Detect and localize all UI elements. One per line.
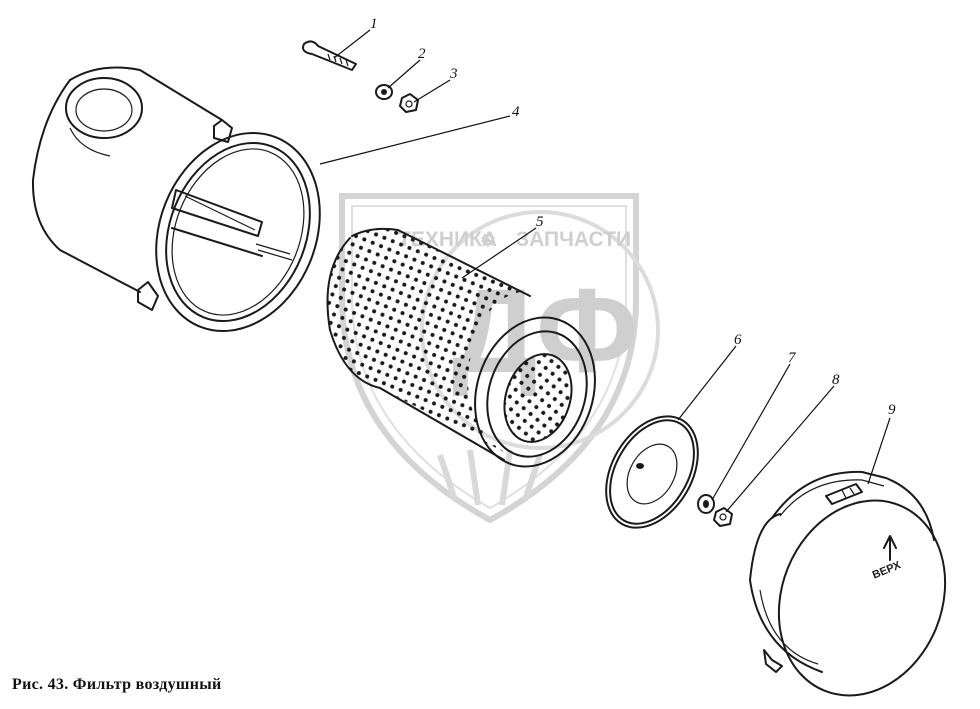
part-7-washer (697, 494, 715, 514)
callout-3: 3 (449, 66, 458, 82)
callout-2: 2 (418, 46, 426, 62)
callout-9: 9 (888, 402, 896, 418)
up-arrow-icon (883, 535, 897, 561)
callout-8: 8 (832, 372, 840, 388)
callout-4: 4 (512, 104, 520, 120)
watermark-wheat-icon (437, 449, 543, 506)
watermark-gear-icon: ⚙ (480, 230, 496, 250)
part-4-housing (31, 66, 321, 332)
callout-1: 1 (370, 16, 378, 32)
watermark-right-text: ЗАПЧАСТИ (516, 228, 631, 251)
part-8-nut (713, 507, 733, 527)
cover-marking: ВЕРХ (871, 559, 903, 581)
callout-7: 7 (788, 350, 797, 366)
callout-labels: 1 2 3 4 5 6 7 8 9 (370, 16, 896, 418)
part-3-nut (399, 93, 419, 113)
part-6-gasket (605, 415, 699, 529)
leader-lines (319, 29, 891, 513)
part-1-bolt (302, 40, 357, 71)
callout-6: 6 (734, 332, 742, 348)
callout-5: 5 (536, 214, 544, 230)
part-9-cover: ВЕРХ (749, 470, 947, 697)
figure-caption: Рис. 43. Фильтр воздушный (12, 676, 222, 693)
part-2-washer (375, 84, 393, 100)
part-5-filter-element (326, 227, 596, 468)
